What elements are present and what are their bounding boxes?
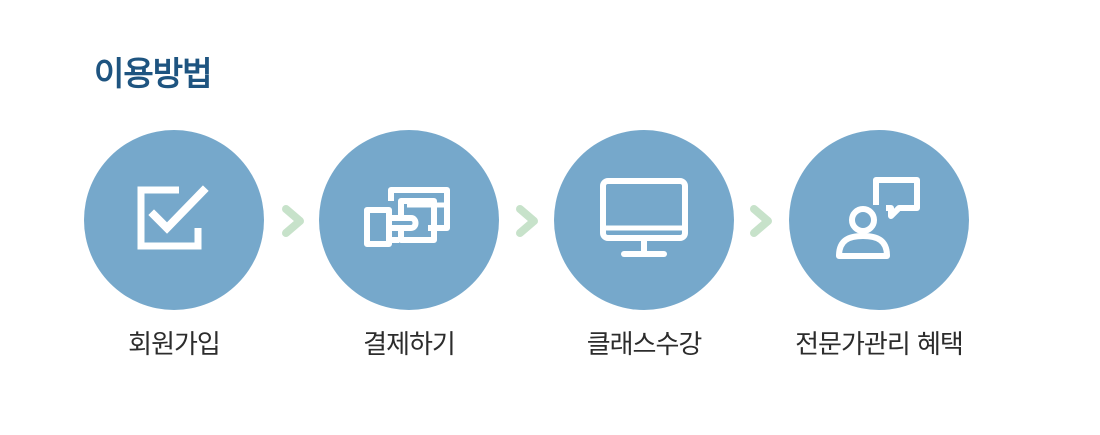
step-payment: 결제하기 [299, 130, 519, 362]
expert-chat-icon [836, 177, 920, 259]
monitor-icon [600, 178, 688, 257]
chevron-right-icon [282, 205, 304, 237]
step-label: 클래스수강 [586, 330, 703, 360]
step-expert: 전문가관리 혜택 [769, 130, 989, 362]
payment-card-icon [364, 187, 450, 247]
chevron-right-icon [750, 205, 772, 237]
chevron-right-icon [516, 205, 538, 237]
section-title: 이용방법 [94, 54, 212, 93]
step-circle [789, 130, 969, 310]
step-circle [554, 130, 734, 310]
step-circle [84, 130, 264, 310]
step-label: 회원가입 [128, 330, 221, 360]
step-label: 전문가관리 혜택 [795, 330, 964, 360]
checkbox-icon [137, 185, 209, 250]
step-signup: 회원가입 [64, 130, 284, 362]
step-label: 결제하기 [363, 330, 456, 360]
step-class: 클래스수강 [534, 130, 754, 362]
step-circle [319, 130, 499, 310]
